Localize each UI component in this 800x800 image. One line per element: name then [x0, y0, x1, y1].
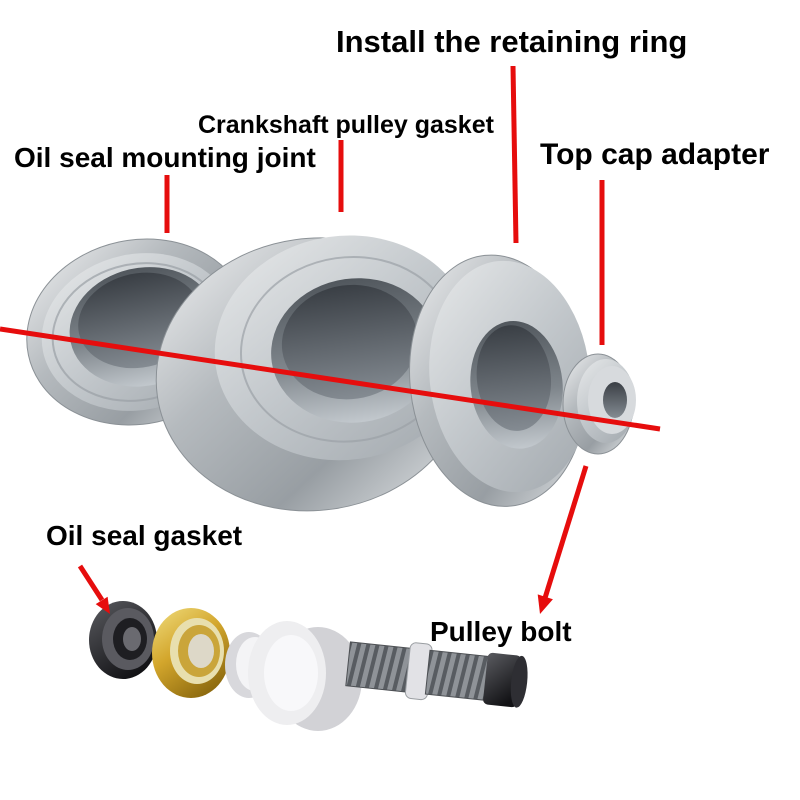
- pulley-bolt-arrowhead: [537, 594, 553, 614]
- oil-gasket-arrow-line: [77, 564, 105, 602]
- pulley-bolt-arrow-line: [542, 465, 589, 599]
- diagram-title: Install the retaining ring: [336, 24, 688, 59]
- top-cap-adapter-part: [562, 353, 636, 455]
- pulley-bolt-assembly: [89, 601, 528, 731]
- oil-gasket-arrowhead: [95, 596, 110, 614]
- label-crankshaft-pulley-gasket: Crankshaft pulley gasket: [198, 111, 494, 139]
- bolt-part: [345, 641, 528, 708]
- pulley-hub-part: [248, 621, 362, 731]
- center-axis-line: [0, 326, 661, 432]
- label-top-cap-adapter: Top cap adapter: [540, 138, 770, 171]
- annotation-lines: [0, 65, 661, 602]
- label-pulley-bolt: Pulley bolt: [430, 616, 572, 647]
- oil-seal-gasket-part: [89, 601, 157, 679]
- label-oil-seal-gasket: Oil seal gasket: [46, 520, 243, 551]
- crankshaft-pulley-gasket-part: [155, 235, 475, 512]
- title-leader-line: [510, 65, 519, 244]
- label-oil-seal-mounting-joint: Oil seal mounting joint: [14, 142, 316, 173]
- yellow-gasket-part: [152, 608, 230, 698]
